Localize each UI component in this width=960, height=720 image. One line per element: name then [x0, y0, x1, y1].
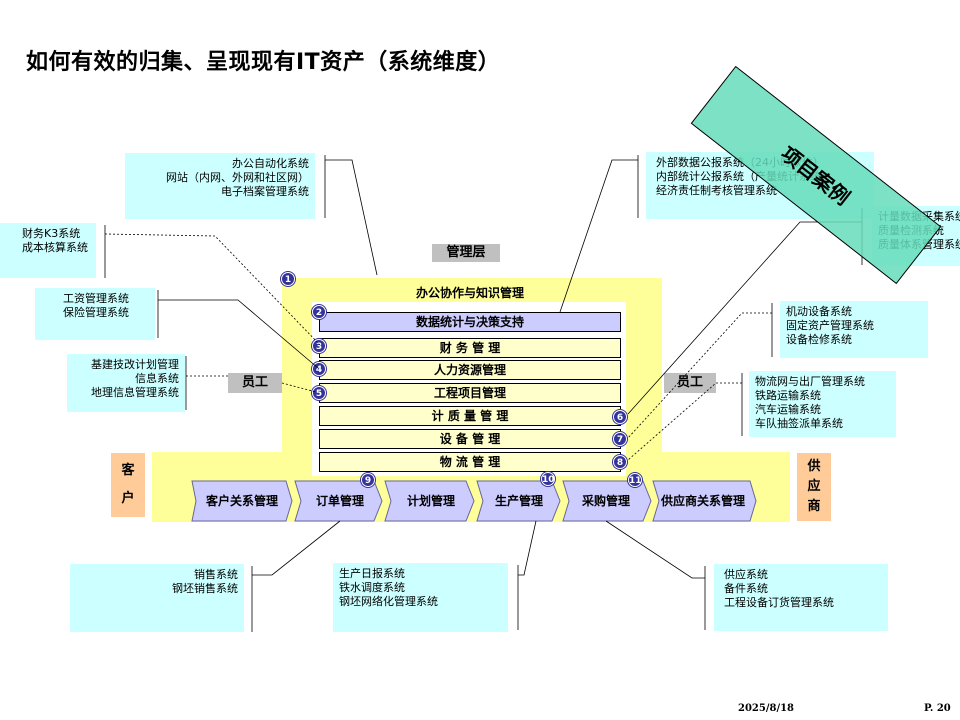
- chain-srm-arrow: [652, 480, 757, 522]
- badge-7: 7: [613, 432, 627, 446]
- chain-plan-label: 计划管理: [407, 493, 455, 508]
- logistics-system-1: 物流网与出厂管理系统: [755, 375, 865, 388]
- chain-crm-label: 客户关系管理: [205, 493, 278, 508]
- logistics-system-3: 汽车运输系统: [755, 403, 821, 416]
- quality-system-1: 计量数据采集系统: [878, 210, 960, 223]
- stats-system-3: 经济责任制考核管理系统: [656, 184, 777, 197]
- project-system-1: 基建技改计划管理: [91, 358, 179, 371]
- production-systems-box: 生产日报系统 铁水调度系统 钢坯网络化管理系统: [333, 563, 508, 632]
- production-system-1: 生产日报系统: [339, 567, 405, 580]
- badge-10: 10: [541, 472, 555, 486]
- supplier-char-2: 应: [807, 479, 821, 494]
- logistics-systems-box: 物流网与出厂管理系统 铁路运输系统 汽车运输系统 车队抽签派单系统: [749, 371, 896, 437]
- supply-system-3: 工程设备订货管理系统: [724, 596, 834, 609]
- badge-8: 8: [613, 455, 627, 469]
- chain-srm-label: 供应商关系管理: [660, 493, 745, 508]
- supply-system-2: 备件系统: [724, 582, 768, 595]
- hr-system-1: 工资管理系统: [63, 292, 129, 305]
- supply-system-1: 供应系统: [724, 568, 768, 581]
- footer-page: P. 20: [924, 703, 951, 714]
- quality-system-2: 质量检测系统: [878, 224, 944, 237]
- hr-system-2: 保险管理系统: [63, 306, 129, 319]
- quality-system-3: 质量体系管理系统: [878, 238, 960, 251]
- badge-5: 5: [312, 386, 326, 400]
- module-finance: 财 务 管 理: [319, 338, 621, 358]
- supply-systems-box: 供应系统 备件系统 工程设备订货管理系统: [714, 564, 888, 631]
- chain-purchase-label: 采购管理: [581, 493, 630, 508]
- project-systems-box: 基建技改计划管理 信息系统 地理信息管理系统: [67, 354, 185, 412]
- supplier-char-3: 商: [807, 499, 821, 514]
- finance-systems-box: 财务K3系统 成本核算系统: [0, 223, 96, 278]
- customer-char-2: 户: [121, 491, 135, 506]
- logistics-system-2: 铁路运输系统: [755, 389, 821, 402]
- page-title: 如何有效的归集、呈现现有IT资产（系统维度）: [26, 50, 501, 75]
- sales-system-1: 销售系统: [194, 568, 238, 581]
- office-systems-box: 办公自动化系统 网站（内网、外网和社区网） 电子档案管理系统: [125, 153, 315, 219]
- module-project: 工程项目管理: [319, 383, 621, 403]
- project-system-3: 地理信息管理系统: [91, 386, 179, 399]
- chain-order-label: 订单管理: [316, 493, 364, 508]
- office-system-3: 电子档案管理系统: [221, 185, 309, 198]
- management-layer-label: 管理层: [432, 244, 500, 262]
- stats-systems-box: 外部数据公报系统（24小时软件） 内部统计公报系统（产量统计系统） 经济责任制考…: [646, 152, 874, 219]
- badge-9: 9: [361, 473, 375, 487]
- logistics-system-4: 车队抽签派单系统: [755, 417, 843, 430]
- chain-production-label: 生产管理: [495, 493, 543, 508]
- finance-system-2: 成本核算系统: [22, 241, 88, 254]
- hr-systems-box: 工资管理系统 保险管理系统: [35, 288, 155, 340]
- office-system-1: 办公自动化系统: [232, 157, 309, 170]
- module-equipment: 设 备 管 理: [319, 429, 621, 449]
- stats-system-1: 外部数据公报系统（24小时软件）: [656, 156, 824, 169]
- production-system-3: 钢坯网络化管理系统: [339, 595, 438, 608]
- finance-system-1: 财务K3系统: [22, 227, 81, 240]
- equipment-system-1: 机动设备系统: [786, 305, 852, 318]
- badge-6: 6: [613, 410, 627, 424]
- quality-systems-box: 计量数据采集系统 质量检测系统 质量体系管理系统: [872, 206, 960, 266]
- badge-4: 4: [312, 362, 326, 376]
- supplier-label: 供 应 商: [797, 453, 831, 521]
- production-system-2: 铁水调度系统: [339, 581, 405, 594]
- module-hr: 人力资源管理: [319, 360, 621, 380]
- equipment-system-2: 固定资产管理系统: [786, 319, 874, 332]
- customer-label: 客 户: [111, 453, 145, 517]
- module-quality: 计 质 量 管 理: [319, 406, 621, 426]
- sales-system-2: 钢坯销售系统: [172, 582, 238, 595]
- badge-2: 2: [312, 305, 326, 319]
- badge-1: 1: [281, 272, 295, 286]
- sales-systems-box: 销售系统 钢坯销售系统: [70, 564, 244, 632]
- equipment-system-3: 设备检修系统: [786, 333, 852, 346]
- employee-left-label: 员工: [228, 373, 282, 393]
- footer-date: 2025/8/18: [738, 703, 795, 714]
- chain-plan-arrow: [384, 480, 475, 522]
- badge-3: 3: [312, 339, 326, 353]
- customer-char-1: 客: [121, 463, 135, 478]
- stats-system-2: 内部统计公报系统（产量统计系统）: [656, 170, 832, 183]
- office-layer-title: 办公协作与知识管理: [415, 286, 524, 300]
- equipment-systems-box: 机动设备系统 固定资产管理系统 设备检修系统: [780, 301, 928, 358]
- project-system-2: 信息系统: [135, 372, 179, 385]
- supplier-char-1: 供: [807, 459, 821, 474]
- office-system-2: 网站（内网、外网和社区网）: [166, 171, 309, 184]
- badge-11: 11: [628, 473, 642, 487]
